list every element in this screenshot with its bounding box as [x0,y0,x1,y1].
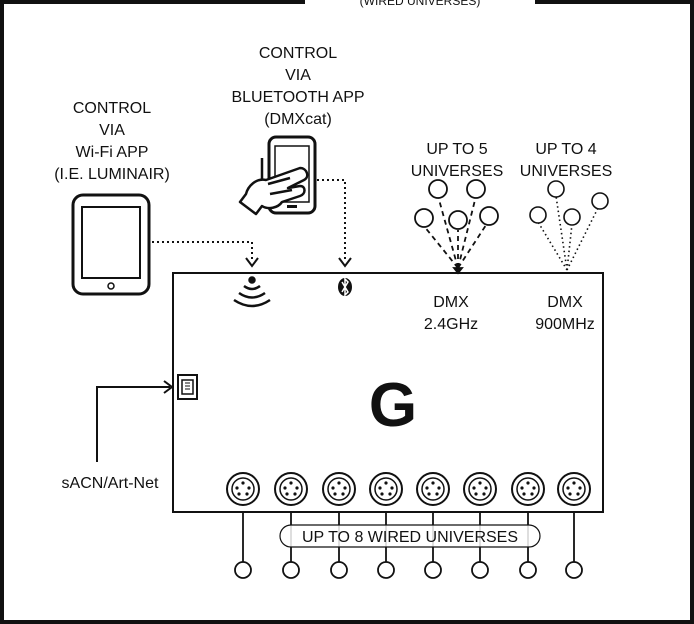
bluetooth-app-line3: BLUETOOTH APP [231,89,364,106]
xlr-connector-icon [416,472,450,506]
xlr-connector-icon [557,472,591,506]
wireless-24ghz-count-line1: UP TO 5 [426,141,487,158]
frame-top-label-bg [305,0,535,6]
wireless-900mhz-count-line1: UP TO 4 [535,141,596,158]
bluetooth-app-line2: VIA [285,67,311,84]
fixture-icon [563,208,581,226]
wireless-900mhz-line2: 900MHz [535,316,595,333]
xlr-connector-icon [274,472,308,506]
wireless-900mhz-fixtures [529,180,609,271]
wireless-900mhz-count-line2: UNIVERSES [520,163,612,180]
fixture-icon [479,206,499,226]
xlr-connector-icon [511,472,545,506]
wireless-24ghz-line1: DMX [433,294,469,311]
wireless-900mhz-line1: DMX [547,294,583,311]
wireless-24ghz-count-label: UP TO 5 UNIVERSES [411,141,503,180]
wireless-24ghz-label: DMX 2.4GHz [424,294,478,333]
network-link-arrow [163,380,174,394]
bluetooth-app-line1: CONTROL [259,45,337,62]
wired-label-capsule [279,524,541,548]
fixture-icon [466,179,486,199]
fixture-icon [471,561,489,579]
fixture-icon [519,561,537,579]
fixture-icon [565,561,583,579]
bluetooth-link-arrow [338,257,352,268]
fixture-icon [424,561,442,579]
wifi-app-line3: Wi-Fi APP [76,144,149,161]
fixture-icon [282,561,300,579]
fixture-icon [414,208,434,228]
ethernet-port-icon [177,374,198,400]
bluetooth-app-label: CONTROL VIA BLUETOOTH APP (DMXcat) [231,45,364,128]
frame-top-label: (WIRED UNIVERSES) [360,0,481,8]
network-label: sACN/Art-Net [62,475,159,492]
fixture-icon [547,180,565,198]
bluetooth-app-line4: (DMXcat) [264,111,332,128]
xlr-connector-row [226,472,591,506]
fixture-icon [330,561,348,579]
wifi-app-line4: (I.E. LUMINAIR) [54,166,170,183]
wireless-24ghz-count-line2: UNIVERSES [411,163,503,180]
fixture-icon [234,561,252,579]
xlr-connector-icon [463,472,497,506]
fixture-icon [448,210,468,230]
wifi-app-line1: CONTROL [73,100,151,117]
wireless-900mhz-count-label: UP TO 4 UNIVERSES [520,141,612,180]
fixture-icon [591,192,609,210]
bluetooth-icon [338,277,352,297]
xlr-connector-icon [369,472,403,506]
tablet-icon [71,193,151,296]
xlr-connector-icon [322,472,356,506]
wireless-900mhz-label: DMX 900MHz [535,294,595,333]
wired-universes [234,512,583,579]
wifi-app-label: CONTROL VIA Wi-Fi APP (I.E. LUMINAIR) [54,100,170,183]
fixture-icon [428,179,448,199]
hand-icon [238,158,309,216]
device-logo: G [369,371,417,440]
wifi-app-line2: VIA [99,122,125,139]
wifi-icon [233,276,271,308]
wifi-link-line [152,241,253,262]
xlr-connector-icon [226,472,260,506]
fixture-icon [529,206,547,224]
network-link-line [96,386,170,462]
wifi-link-arrow [245,257,259,268]
wired-label: UP TO 8 WIRED UNIVERSES [302,529,518,546]
wireless-24ghz-line2: 2.4GHz [424,316,478,333]
wireless-24ghz-fixtures [414,179,499,275]
fixture-icon [377,561,395,579]
